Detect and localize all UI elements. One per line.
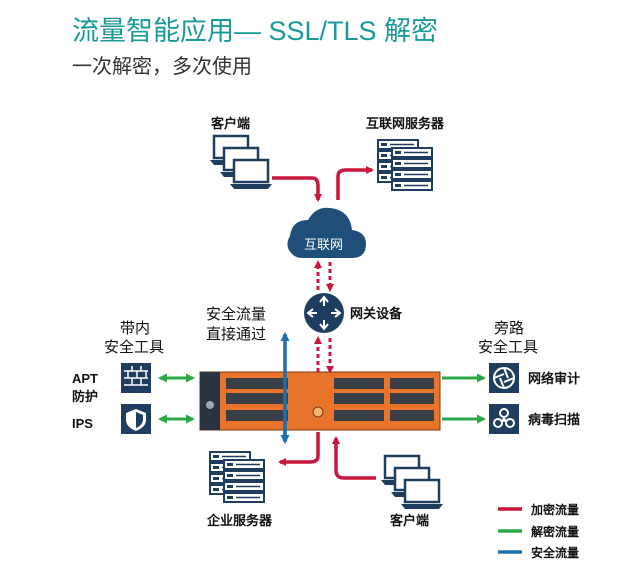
encrypted-flow-client-to-internet <box>272 176 322 202</box>
inline-tools-label-line1: 带内 <box>120 320 150 337</box>
aperture-icon <box>489 363 519 393</box>
biohazard-icon <box>489 404 519 434</box>
laptop-icon <box>208 134 274 191</box>
page-subtitle: 一次解密，多次使用 <box>72 56 252 78</box>
legend-label-encrypted: 加密流量 <box>530 502 579 517</box>
gateway-label: 网关设备 <box>350 306 403 321</box>
apt-label-line1: APT <box>72 371 98 386</box>
legend: 加密流量 解密流量 安全流量 <box>498 502 579 560</box>
inline-tools-label-line2: 安全工具 <box>104 338 164 356</box>
page-title: 流量智能应用— SSL/TLS 解密 <box>72 16 439 46</box>
encrypted-flow-to-enterprise-servers <box>278 432 320 466</box>
legend-label-decrypted: 解密流量 <box>531 524 579 539</box>
server-icon <box>210 452 264 502</box>
encrypted-flow-from-client-bottom <box>332 436 376 480</box>
laptop-icon <box>379 454 445 511</box>
cloud-icon <box>287 207 366 258</box>
apt-label-line2: 防护 <box>72 389 98 404</box>
router-icon <box>304 293 344 333</box>
client-top-label: 客户端 <box>211 116 250 131</box>
virus-scan-label: 病毒扫描 <box>528 412 580 427</box>
client-bottom-label: 客户端 <box>390 513 429 528</box>
server-icon <box>378 140 432 190</box>
shield-icon <box>121 404 151 434</box>
passthrough-label-line2: 直接通过 <box>206 326 266 343</box>
firewall-icon <box>121 363 151 393</box>
appliance <box>199 371 441 431</box>
internet-label: 互联网 <box>304 237 343 252</box>
ips-label: IPS <box>72 416 93 431</box>
net-audit-label: 网络审计 <box>528 371 580 386</box>
bypass-tools-label-line2: 安全工具 <box>478 338 538 356</box>
bypass-tools-label-line1: 旁路 <box>494 320 524 337</box>
legend-label-secure: 安全流量 <box>531 545 579 560</box>
encrypted-flow-internet-to-servers <box>336 166 374 200</box>
passthrough-label-line1: 安全流量 <box>206 305 266 323</box>
internet-servers-label: 互联网服务器 <box>366 116 445 131</box>
enterprise-servers-label: 企业服务器 <box>206 513 273 528</box>
